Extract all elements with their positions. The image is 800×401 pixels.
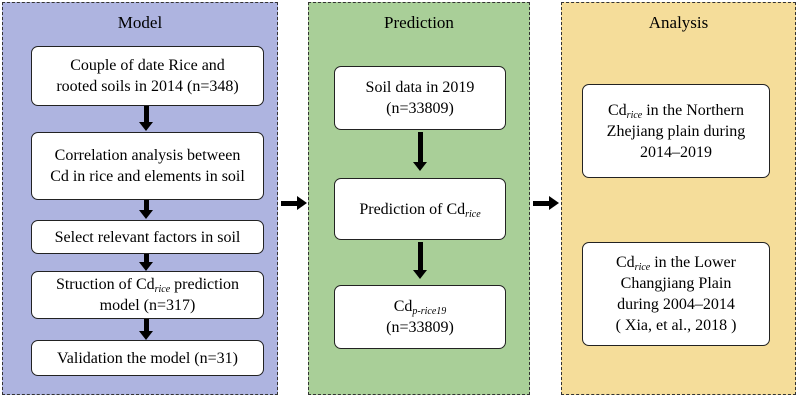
analysis-box-2-line-2: Changjiang Plain <box>620 275 732 292</box>
prediction-box-1-line-1: Soil data in 2019 <box>365 79 475 96</box>
model-title: Model <box>117 13 163 32</box>
analysis-box-1-line-3: 2014–2019 <box>639 143 712 161</box>
model-box-1: Couple of date Rice and rooted soils in … <box>31 46 264 106</box>
prediction-box-3: Cdp-rice19 (n=33809) <box>334 285 506 349</box>
analysis-box-1: Cdrice in the Northern Zhejiang plain du… <box>582 84 770 178</box>
model-box-1-line-2: rooted soils in 2014 (n=348) <box>56 78 239 95</box>
model-box-4-line-2: model (n=317) <box>99 297 196 314</box>
prediction-box-3-line-2: (n=33809) <box>386 319 454 336</box>
analysis-box-2-line-3: during 2004–2014 <box>617 296 735 313</box>
prediction-box-1-line-2: (n=33809) <box>386 100 454 117</box>
model-box-5-line-1: Validation the model (n=31) <box>57 349 238 367</box>
analysis-title: Analysis <box>648 13 709 32</box>
analysis-box-2: Cdrice in the Lower Changjiang Plain dur… <box>582 242 770 346</box>
model-box-2: Correlation analysis between Cd in rice … <box>31 132 264 200</box>
analysis-box-1-line-1: Cdrice in the Northern <box>608 101 744 121</box>
model-box-4: Struction of Cdrice prediction model (n=… <box>31 271 264 319</box>
prediction-box-2: Prediction of Cdrice <box>334 178 506 240</box>
model-box-3: Select relevant factors in soil <box>31 220 264 254</box>
prediction-box-1: Soil data in 2019 (n=33809) <box>334 66 506 130</box>
prediction-title: Prediction <box>384 13 454 32</box>
analysis-box-2-line-4: ( Xia, et al., 2018 ) <box>615 317 737 334</box>
model-box-2-line-1: Correlation analysis between <box>54 147 241 164</box>
prediction-box-3-line-1: Cdp-rice19 <box>393 298 447 317</box>
analysis-box-2-line-1: Cdrice in the Lower <box>616 254 736 273</box>
model-box-1-line-1: Couple of date Rice and <box>70 57 225 74</box>
analysis-box-1-line-2: Zhejiang plain during <box>606 122 746 140</box>
model-box-3-line-1: Select relevant factors in soil <box>54 228 241 246</box>
model-box-5: Validation the model (n=31) <box>31 340 264 376</box>
model-box-2-line-2: Cd in rice and elements in soil <box>50 168 245 185</box>
model-box-4-line-1: Struction of Cdrice prediction <box>55 276 240 295</box>
prediction-box-2-line-1: Prediction of Cdrice <box>359 200 481 220</box>
